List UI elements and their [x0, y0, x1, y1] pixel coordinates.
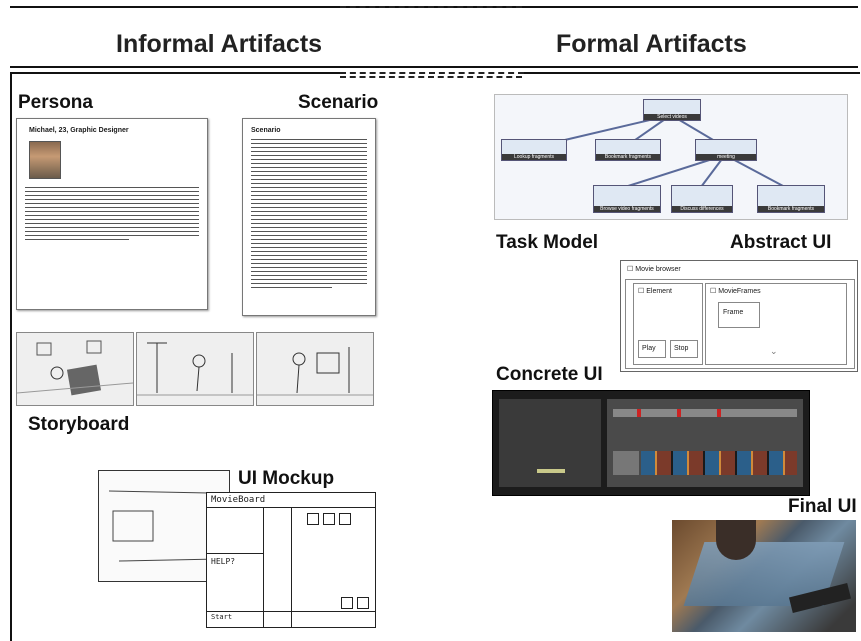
dashed-gap-line	[340, 72, 524, 74]
abstract-window-title: ☐ Movie browser	[627, 266, 681, 273]
scenario-doc-title: Scenario	[251, 127, 281, 134]
chevron-down-icon: ⌄	[770, 346, 778, 356]
timeline-marker-2	[677, 409, 681, 417]
ui-mockup-label: UI Mockup	[238, 468, 335, 489]
mockup-col1	[263, 507, 264, 627]
concrete-right-pane	[607, 399, 803, 487]
mockup-box-3	[339, 513, 351, 525]
task-node-meeting: meeting	[695, 139, 757, 161]
storyboard-sketch-1	[17, 340, 133, 396]
task-node-select-videos: Select videos	[643, 99, 701, 121]
abstract-ui-label: Abstract UI	[730, 232, 832, 253]
abstract-element-box: ☐ Element Play Stop	[633, 283, 703, 365]
mockup-sketch-title: MovieBoard	[211, 495, 266, 505]
persona-card: Michael, 23, Graphic Designer	[16, 118, 208, 310]
task-node-bookmark-2: Bookmark fragments	[757, 185, 825, 213]
header-band: Informal Artifacts Formal Artifacts	[10, 6, 858, 68]
task-node-browse: Browse video fragments	[593, 185, 661, 213]
abstract-frames-box: ☐ MovieFrames Frame ⌄	[705, 283, 847, 365]
scenario-text	[251, 139, 367, 291]
abstract-stop-button: Stop	[670, 340, 698, 358]
concrete-ui-screenshot	[492, 390, 810, 496]
task-node-lookup: Lookup fragments	[501, 139, 567, 161]
abstract-frame-box: Frame	[718, 302, 760, 328]
storyboard-sketch-2	[137, 342, 253, 396]
storyboard-sketch-3	[257, 347, 373, 396]
abstract-element-label: ☐ Element	[638, 288, 672, 295]
task-model-label: Task Model	[496, 232, 599, 253]
concrete-timeline	[613, 409, 797, 417]
persona-photo	[29, 141, 61, 179]
panel-gap	[340, 72, 524, 76]
mockup-prev-icon	[341, 597, 353, 609]
abstract-play-button: Play	[638, 340, 666, 358]
abstract-ui-window: ☐ Movie browser ☐ Element Play Stop ☐ Mo…	[620, 260, 858, 372]
dashed-divider-lower	[340, 76, 522, 78]
timeline-marker	[637, 409, 641, 417]
task-node-bookmark: Bookmark fragments	[595, 139, 661, 161]
concrete-slider	[537, 469, 565, 473]
persona-card-title: Michael, 23, Graphic Designer	[29, 127, 129, 134]
hand-silhouette	[716, 520, 756, 560]
final-ui-photo	[672, 520, 856, 632]
mockup-col2	[291, 507, 292, 627]
concrete-filmstrip	[641, 451, 797, 475]
mockup-split	[207, 553, 263, 554]
concrete-ui-label: Concrete UI	[496, 364, 603, 385]
persona-text	[25, 187, 199, 243]
mockup-next-icon	[357, 597, 369, 609]
informal-artifacts-title: Informal Artifacts	[116, 30, 323, 58]
storyboard-frame-3	[256, 332, 374, 406]
persona-label: Persona	[18, 92, 93, 113]
mockup-start-text: Start	[211, 613, 233, 621]
final-ui-label: Final UI	[788, 496, 857, 517]
header-dashed-top	[340, 6, 522, 8]
abstract-container	[625, 279, 855, 369]
mockup-statusbar	[207, 611, 375, 612]
storyboard-label: Storyboard	[28, 414, 130, 435]
abstract-frames-label: ☐ MovieFrames	[710, 288, 761, 295]
scenario-label: Scenario	[298, 92, 379, 113]
mockup-sketch-window: MovieBoard HELP? Start	[206, 492, 376, 628]
mockup-help-text: HELP?	[211, 557, 236, 566]
concrete-left-pane	[499, 399, 601, 487]
scenario-document: Scenario	[242, 118, 376, 316]
mockup-scribble	[108, 490, 220, 562]
storyboard-frame-1	[16, 332, 134, 406]
mockup-box-2	[323, 513, 335, 525]
storyboard-frame-2	[136, 332, 254, 406]
task-node-discuss: Discuss differences	[671, 185, 733, 213]
timeline-marker-3	[717, 409, 721, 417]
task-model-diagram: Select videos Lookup fragments Bookmark …	[494, 94, 848, 220]
mockup-box-1	[307, 513, 319, 525]
concrete-thumb-gray	[613, 451, 639, 475]
formal-artifacts-title: Formal Artifacts	[556, 30, 747, 58]
